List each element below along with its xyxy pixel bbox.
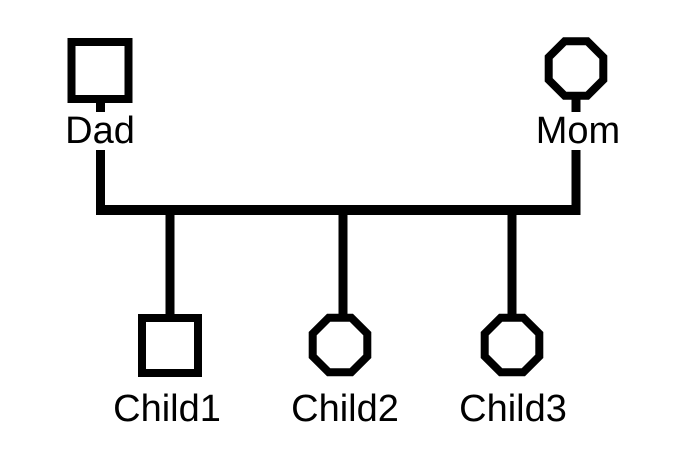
dad-label: Dad — [62, 112, 138, 150]
child3-label: Child3 — [456, 390, 570, 428]
mom-label: Mom — [532, 112, 624, 150]
dad-male-square-symbol — [67, 38, 133, 103]
child2-female-circle-symbol — [308, 313, 372, 377]
child1-label: Child1 — [110, 390, 224, 428]
child2-label: Child2 — [288, 390, 402, 428]
child1-male-square-symbol — [138, 314, 202, 377]
mom-female-circle-symbol — [544, 37, 608, 100]
child3-female-circle-symbol — [480, 313, 544, 377]
